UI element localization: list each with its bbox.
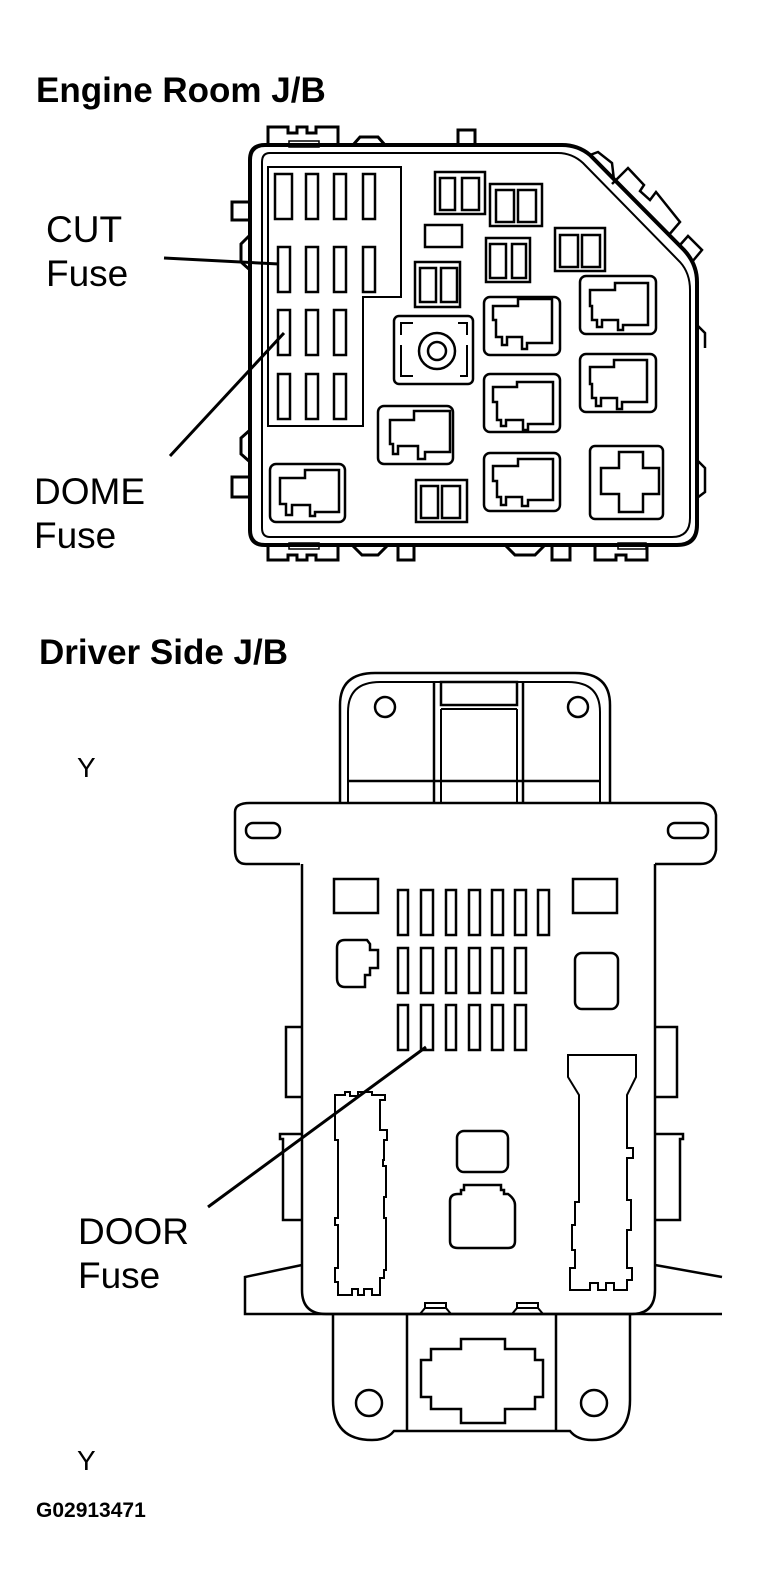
engine-room-jb bbox=[163, 125, 707, 562]
cut-fuse bbox=[276, 245, 292, 294]
relay-sockets bbox=[268, 274, 665, 524]
cut-fuse-label: CUT Fuse bbox=[46, 208, 128, 296]
small-relays bbox=[413, 170, 607, 524]
y-marker-top: Y bbox=[77, 752, 96, 783]
door-fuse-label: DOOR Fuse bbox=[78, 1210, 189, 1298]
round-socket bbox=[392, 314, 475, 386]
driver-side-jb bbox=[207, 671, 723, 1442]
door-fuse-leader bbox=[207, 1045, 427, 1209]
figure-code: G02913471 bbox=[36, 1499, 146, 1522]
fuse-row-1 bbox=[273, 172, 377, 221]
dome-fuse-label: DOME Fuse bbox=[34, 470, 145, 558]
door-fuse bbox=[419, 1003, 435, 1052]
fuse-row-2-cut bbox=[276, 245, 377, 294]
cut-fuse-label-line1: CUT bbox=[46, 209, 123, 250]
driver-fuse-row-2 bbox=[396, 946, 528, 995]
dome-fuse-leader bbox=[168, 331, 286, 458]
y-marker-bottom: Y bbox=[77, 1445, 96, 1476]
cut-fuse-leader bbox=[163, 256, 280, 266]
dome-fuse-label-line2: Fuse bbox=[34, 515, 117, 556]
fuse-row-3-dome bbox=[276, 308, 348, 357]
dome-fuse-label-line1: DOME bbox=[34, 471, 145, 512]
cut-fuse-label-line2: Fuse bbox=[46, 253, 129, 294]
door-fuse-label-line1: DOOR bbox=[78, 1211, 189, 1252]
driver-fuse-row-3-door bbox=[396, 1003, 528, 1052]
fuse-row-4 bbox=[276, 372, 348, 421]
driver-fuse-row-1 bbox=[332, 877, 619, 937]
engine-room-jb-title: Engine Room J/B bbox=[36, 71, 326, 110]
driver-side-jb-title: Driver Side J/B bbox=[39, 633, 288, 672]
dome-fuse bbox=[276, 308, 292, 357]
door-fuse-label-line2: Fuse bbox=[78, 1255, 161, 1296]
